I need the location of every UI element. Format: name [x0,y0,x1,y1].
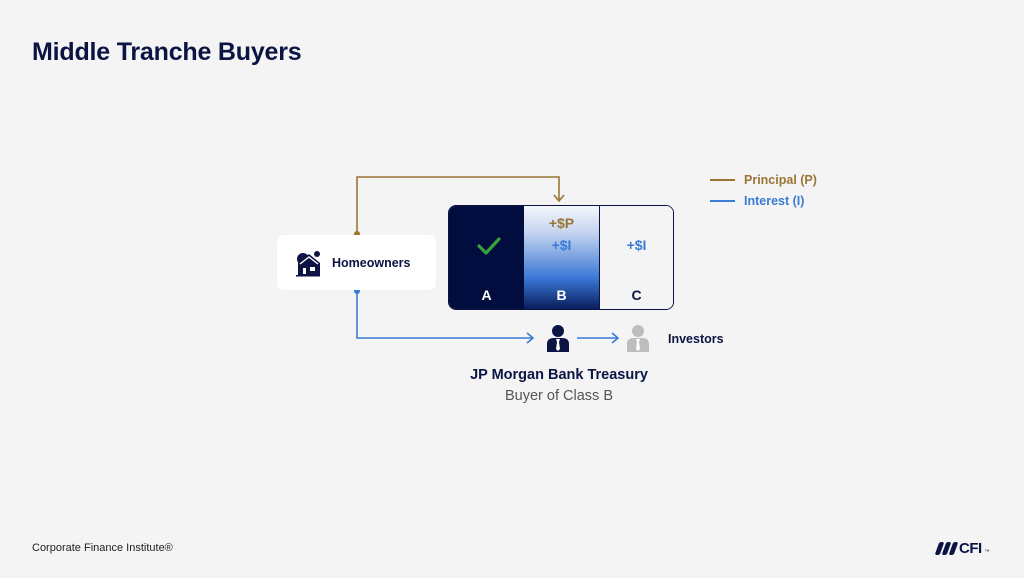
cfi-logo-icon [934,542,959,555]
tranche-b-principal: +$P [548,215,575,231]
buyer-subtitle: Buyer of Class B [505,388,613,404]
cfi-logo-text: CFI [959,540,982,557]
buyer-name: JP Morgan Bank Treasury [470,367,648,383]
footer-text: Corporate Finance Institute® [32,542,173,554]
tranche-stack: A +$P +$I B +$I C [448,205,674,310]
house-icon [296,251,320,277]
check-icon [477,237,501,255]
page-title: Middle Tranche Buyers [32,38,302,66]
principal-arrowhead [553,194,565,203]
cfi-logo: CFI ™ [934,540,990,557]
tranche-b-interest: +$I [551,237,572,253]
legend-item-interest: Interest (I) [710,190,817,211]
homeowners-card: Homeowners [277,235,436,290]
tranche-a: A [449,206,524,309]
interest-legend-label: Interest (I) [744,193,805,208]
interest-arrowhead [526,332,535,344]
cfi-logo-tm: ™ [984,549,990,555]
tranche-a-label: A [481,287,492,303]
buyer-to-investors-arrowhead [611,332,620,344]
buyer-person-icon [547,325,569,352]
tranche-c-label: C [631,287,642,303]
tranche-b: +$P +$I B [524,206,600,309]
homeowners-label: Homeowners [332,256,411,270]
interest-flow-line [356,291,532,339]
investor-person-icon [627,325,649,352]
legend: Principal (P) Interest (I) [710,169,817,211]
tranche-c: +$I C [600,206,673,309]
interest-legend-swatch [710,199,735,202]
principal-flow-line [356,176,560,234]
investors-label: Investors [668,332,724,346]
legend-item-principal: Principal (P) [710,169,817,190]
principal-legend-label: Principal (P) [744,172,817,187]
tranche-b-label: B [556,287,567,303]
tranche-c-interest: +$I [626,237,647,253]
principal-legend-swatch [710,178,735,181]
